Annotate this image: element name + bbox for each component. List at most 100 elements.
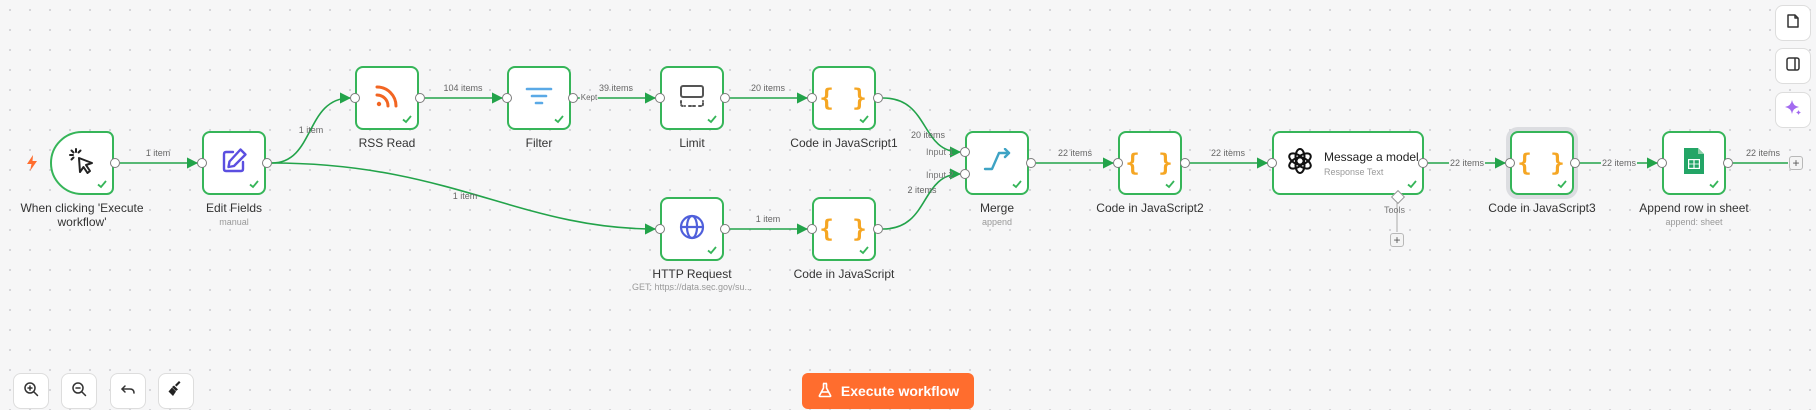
input-port-code1[interactable] [807, 93, 817, 103]
merge-icon [982, 147, 1012, 179]
node-label-code3: Code in JavaScript3 [1488, 201, 1596, 215]
edge-label-limit-code1: 20 items [750, 83, 786, 93]
node-filter[interactable] [507, 66, 571, 130]
openai-icon [1286, 147, 1314, 180]
undo-button[interactable] [110, 373, 146, 409]
node-http-request[interactable] [660, 197, 724, 261]
connection-code-merge[interactable] [882, 168, 962, 230]
node-label-limit: Limit [679, 136, 705, 150]
connection-edit-rss[interactable] [271, 92, 352, 164]
ai-assistant-button[interactable] [1775, 92, 1811, 128]
sticky-note-button[interactable] [1775, 5, 1811, 41]
edge-label-code1-merge: 20 items [910, 130, 946, 140]
edge-label-code-merge: 2 items [907, 185, 937, 195]
node-code1[interactable]: { } [812, 66, 876, 130]
node-trigger[interactable] [50, 131, 114, 195]
output-port-code3[interactable] [1570, 158, 1580, 168]
output-port-http-request[interactable] [720, 224, 730, 234]
sticky-note-icon [1785, 13, 1801, 34]
input-port-code2[interactable] [1113, 158, 1123, 168]
message-model-text: Message a model Response Text [1324, 150, 1419, 177]
node-merge[interactable] [965, 131, 1029, 195]
node-label-merge: Merge [979, 201, 1014, 215]
broom-icon [167, 380, 185, 403]
success-check-icon [97, 180, 107, 189]
input-port-message-model[interactable] [1267, 158, 1277, 168]
code-braces-icon: { } [1125, 149, 1175, 177]
success-check-icon [1012, 180, 1022, 189]
toggle-panel-button[interactable] [1775, 48, 1811, 84]
zoom-out-icon [71, 381, 87, 402]
output-port-trigger[interactable] [110, 158, 120, 168]
output-port-code2[interactable] [1180, 158, 1190, 168]
success-check-icon [707, 246, 717, 255]
success-check-icon [1407, 180, 1417, 189]
filter-icon [524, 84, 554, 113]
input-port-rss-read[interactable] [350, 93, 360, 103]
node-code[interactable]: { } [812, 197, 876, 261]
edge-label-filter-limit: 39 items [598, 83, 634, 93]
edge-label-edit-rss: 1 item [298, 125, 324, 135]
output-port-edit-fields[interactable] [262, 158, 272, 168]
success-check-icon [859, 115, 869, 124]
input-port-merge-2[interactable] [960, 169, 970, 179]
output-port-merge[interactable] [1026, 158, 1036, 168]
output-port-message-model[interactable] [1418, 158, 1428, 168]
input-port-code[interactable] [807, 224, 817, 234]
node-rss-read[interactable] [355, 66, 419, 130]
node-limit[interactable] [660, 66, 724, 130]
input-port-code3[interactable] [1505, 158, 1515, 168]
trigger-bolt-icon [26, 155, 38, 176]
edge-label-code3-append: 22 items [1600, 158, 1638, 168]
add-node-button[interactable]: + [1789, 156, 1803, 170]
output-port-limit[interactable] [720, 93, 730, 103]
node-label-message-model: Message a model [1324, 149, 1419, 164]
node-label-code1: Code in JavaScript1 [790, 136, 898, 150]
output-port-code[interactable] [873, 224, 883, 234]
panel-toggle-icon [1785, 56, 1801, 77]
input-port-merge-1[interactable] [960, 147, 970, 157]
node-append-sheet[interactable] [1662, 131, 1726, 195]
input-port-http-request[interactable] [655, 224, 665, 234]
connection-edit-http[interactable] [271, 162, 657, 235]
success-check-icon [1709, 180, 1719, 189]
edge-label-trigger-edit: 1 item [145, 148, 171, 158]
node-label-rss-read: RSS Read [358, 136, 416, 150]
success-check-icon [249, 180, 259, 189]
output-port-rss-read[interactable] [415, 93, 425, 103]
node-label-edit-fields: Edit Fields [205, 201, 263, 215]
output-port-code1[interactable] [873, 93, 883, 103]
merge-input2-label: Input 2 [926, 170, 954, 180]
execute-workflow-button[interactable]: Execute workflow [802, 373, 974, 409]
input-port-limit[interactable] [655, 93, 665, 103]
edge-label-merge-code2: 22 items [1057, 148, 1093, 158]
output-port-append-sheet[interactable] [1723, 158, 1733, 168]
zoom-in-button[interactable] [13, 373, 49, 409]
node-message-model[interactable]: Message a model Response Text [1272, 131, 1424, 195]
node-code2[interactable]: { } [1118, 131, 1182, 195]
input-port-edit-fields[interactable] [197, 158, 207, 168]
input-port-filter[interactable] [502, 93, 512, 103]
success-check-icon [859, 246, 869, 255]
edge-label-code2-message: 22 items [1210, 148, 1246, 158]
node-subtitle-message-model: Response Text [1324, 166, 1384, 177]
add-tool-button[interactable]: + [1390, 233, 1404, 247]
output-port-filter[interactable] [568, 93, 578, 103]
zoom-in-icon [23, 381, 39, 402]
zoom-out-button[interactable] [61, 373, 97, 409]
code-braces-icon: { } [1517, 149, 1567, 177]
tidy-up-button[interactable] [158, 373, 194, 409]
node-code3[interactable]: { } [1510, 131, 1574, 195]
input-port-append-sheet[interactable] [1657, 158, 1667, 168]
globe-icon [677, 212, 707, 247]
cursor-click-icon [66, 145, 98, 182]
edge-label-append-out: 22 items [1745, 148, 1781, 158]
success-check-icon [1165, 180, 1175, 189]
node-edit-fields[interactable] [202, 131, 266, 195]
edge-label-rss-filter: 104 items [443, 83, 483, 93]
google-sheets-icon [1682, 146, 1706, 181]
success-check-icon [1557, 180, 1567, 189]
connection-code1-merge[interactable] [882, 97, 962, 158]
ai-sparkle-icon [1784, 99, 1802, 122]
